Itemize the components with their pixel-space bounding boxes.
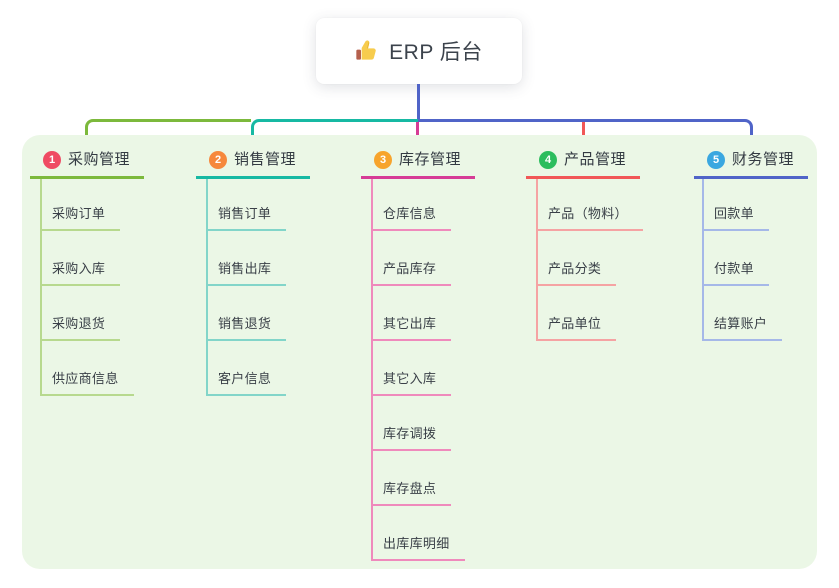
child-node[interactable]: 结算账户 [702,314,783,341]
child-node[interactable]: 出库库明细 [371,534,465,561]
branch-title: 产品管理 [564,151,627,168]
connector-branch-finance [418,119,753,150]
branch-number-badge: 1 [43,151,61,169]
connector-branch-sales [251,119,418,150]
branch-node-finance[interactable]: 5 财务管理 [694,150,808,179]
child-node[interactable]: 产品（物料） [536,204,643,231]
child-node[interactable]: 付款单 [702,259,769,286]
child-node[interactable]: 其它入库 [371,369,452,396]
branch-node-inventory[interactable]: 3 库存管理 [361,150,475,179]
connector-branch-purchase [85,119,251,150]
branch-number-badge: 3 [374,151,392,169]
branch-node-product[interactable]: 4 产品管理 [526,150,640,179]
child-node[interactable]: 产品单位 [536,314,617,341]
child-node[interactable]: 供应商信息 [40,369,134,396]
branch-title: 销售管理 [234,151,297,168]
child-node[interactable]: 采购退货 [40,314,121,341]
thumbs-up-icon [355,39,379,63]
connector-root-line [417,84,420,122]
child-node[interactable]: 库存盘点 [371,479,452,506]
root-node[interactable]: ERP 后台 [316,18,522,84]
child-node[interactable]: 回款单 [702,204,769,231]
connector-line [371,179,373,561]
connector-line [40,179,42,396]
child-node[interactable]: 销售退货 [206,314,287,341]
branch-number-badge: 5 [707,151,725,169]
child-node[interactable]: 采购订单 [40,204,121,231]
child-node[interactable]: 销售出库 [206,259,287,286]
child-node[interactable]: 仓库信息 [371,204,452,231]
branch-title: 库存管理 [399,151,462,168]
child-node[interactable]: 库存调拨 [371,424,452,451]
branch-number-badge: 2 [209,151,227,169]
branch-node-sales[interactable]: 2 销售管理 [196,150,310,179]
child-node[interactable]: 销售订单 [206,204,287,231]
root-node-label: ERP 后台 [389,41,483,64]
child-node[interactable]: 采购入库 [40,259,121,286]
connector-line [206,179,208,396]
branch-node-purchase[interactable]: 1 采购管理 [30,150,144,179]
connector-line [702,179,704,341]
child-node[interactable]: 客户信息 [206,369,287,396]
branch-title: 财务管理 [732,151,795,168]
child-node[interactable]: 其它出库 [371,314,452,341]
branch-number-badge: 4 [539,151,557,169]
connector-line [536,179,538,341]
child-node[interactable]: 产品分类 [536,259,617,286]
child-node[interactable]: 产品库存 [371,259,452,286]
branch-title: 采购管理 [68,151,131,168]
branch-panel [22,135,817,569]
